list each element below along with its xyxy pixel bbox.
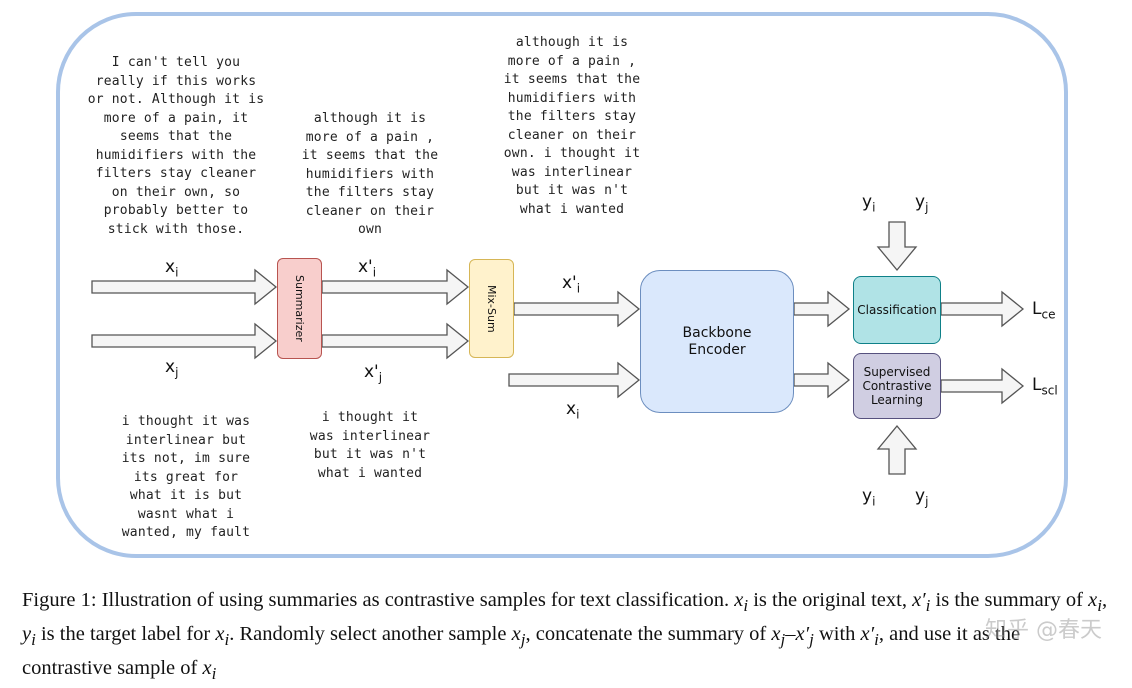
- summarizer-label: Summarizer: [293, 275, 306, 342]
- label-xpi: x'i: [358, 257, 377, 280]
- mixsum-box: Mix-Sum: [469, 259, 514, 358]
- arrow-y-scl: [876, 424, 918, 475]
- label-xi: xi: [165, 257, 179, 280]
- summarizer-box: Summarizer: [277, 258, 322, 359]
- text-mixsum: although it is more of a pain , it seems…: [503, 35, 641, 217]
- classification-box: Classification: [853, 276, 941, 344]
- arrow-xi-input: [91, 268, 278, 306]
- arrow-mixsum-encoder: [513, 290, 641, 328]
- arrow-summarizer-xpj: [321, 322, 470, 360]
- label-xpi-mixed: x'i: [562, 273, 581, 296]
- arrow-classification-lce: [940, 290, 1025, 328]
- label-yj-bottom: yj: [915, 486, 929, 509]
- arrow-scl-lscl: [940, 367, 1025, 405]
- figure-caption: Figure 1: Illustration of using summarie…: [22, 589, 1108, 684]
- arrow-y-classification: [876, 221, 918, 272]
- text-original-xj: i thought it was interlinear but its not…: [121, 414, 251, 540]
- text-summary-xi: although it is more of a pain , it seems…: [301, 111, 439, 237]
- scl-label: Supervised Contrastive Learning: [862, 365, 932, 407]
- arrow-encoder-classification: [793, 290, 851, 328]
- classification-label: Classification: [857, 303, 937, 317]
- scl-box: Supervised Contrastive Learning: [853, 353, 941, 419]
- label-yi-bottom: yi: [862, 486, 876, 509]
- mixsum-label: Mix-Sum: [485, 284, 498, 333]
- label-xpj: x'j: [364, 362, 383, 385]
- watermark: 知乎 @春天: [985, 618, 1102, 643]
- arrow-encoder-scl: [793, 361, 851, 399]
- label-xi-encoder: xi: [566, 399, 580, 422]
- text-summary-xj: i thought it was interlinear but it was …: [309, 410, 431, 481]
- label-xj: xj: [165, 357, 179, 380]
- label-yj-top: yj: [915, 192, 929, 215]
- text-original-xi: I can't tell you really if this works or…: [87, 55, 265, 237]
- arrow-summarizer-xpi: [321, 268, 470, 306]
- arrow-xi-encoder: [508, 361, 641, 399]
- arrow-xj-input: [91, 322, 278, 360]
- label-loss-ce: Lce: [1032, 299, 1056, 322]
- backbone-encoder-label: Backbone Encoder: [682, 324, 752, 358]
- backbone-encoder-box: Backbone Encoder: [640, 270, 794, 413]
- label-yi-top: yi: [862, 192, 876, 215]
- label-loss-scl: Lscl: [1032, 375, 1058, 398]
- diagram-frame: [56, 12, 1068, 558]
